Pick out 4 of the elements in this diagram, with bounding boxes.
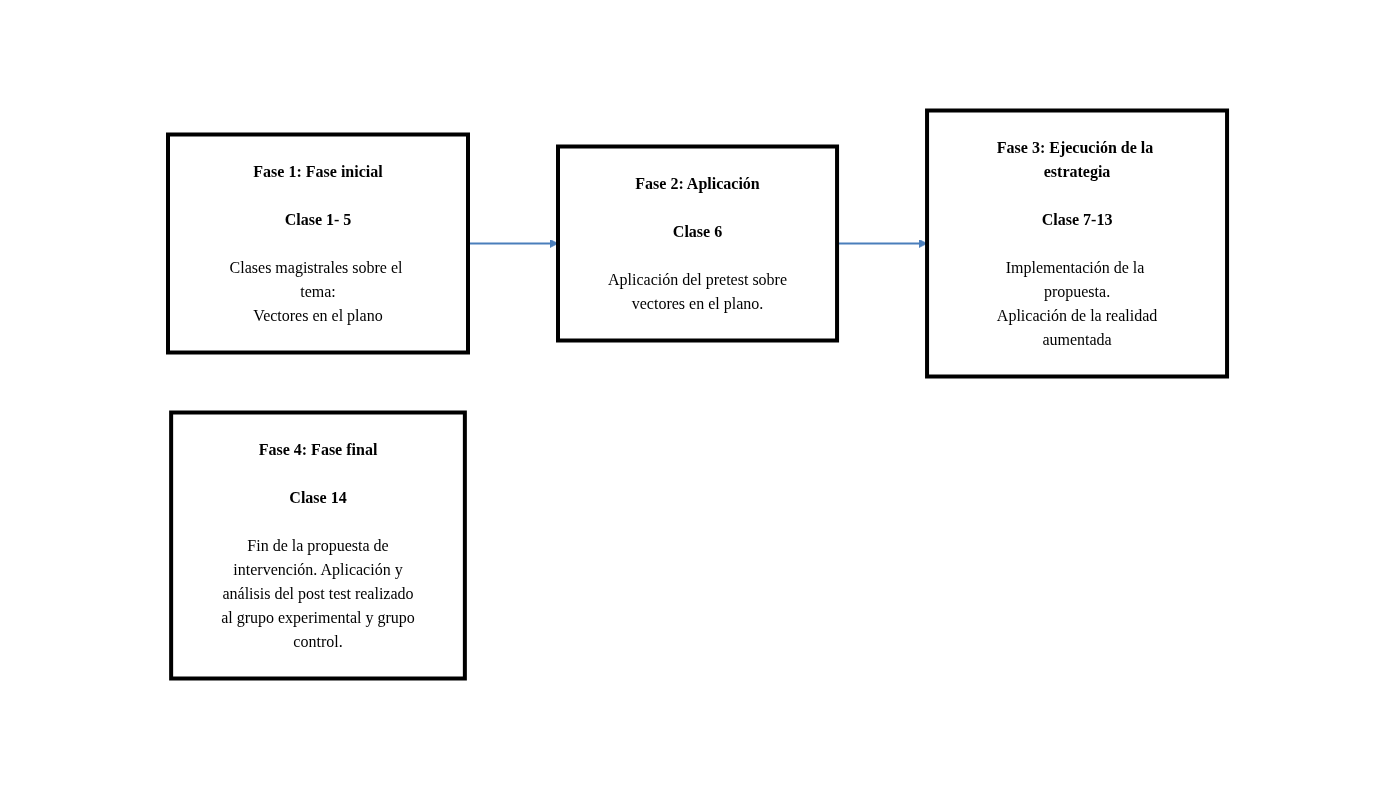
node-box: Fase 2: Aplicación Clase 6 Aplicación del pretest sobre vectores en el plano. — [555, 144, 839, 343]
node-box: Fase 3: Ejecución de la estrategia Clase 7-13 Implementación de la propuesta. Aplicación de la realidad aumentada — [925, 108, 1229, 379]
node-box: Fase 4: Fase final Clase 14 Fin de la propuesta de intervención. Aplicación y análisis del post test realizado al grupo experimental y grupo control. — [169, 410, 467, 681]
node-box: Fase 1: Fase inicial Clase 1- 5 Clases magistrales sobre el tema: Vectores en el plano — [165, 132, 470, 355]
